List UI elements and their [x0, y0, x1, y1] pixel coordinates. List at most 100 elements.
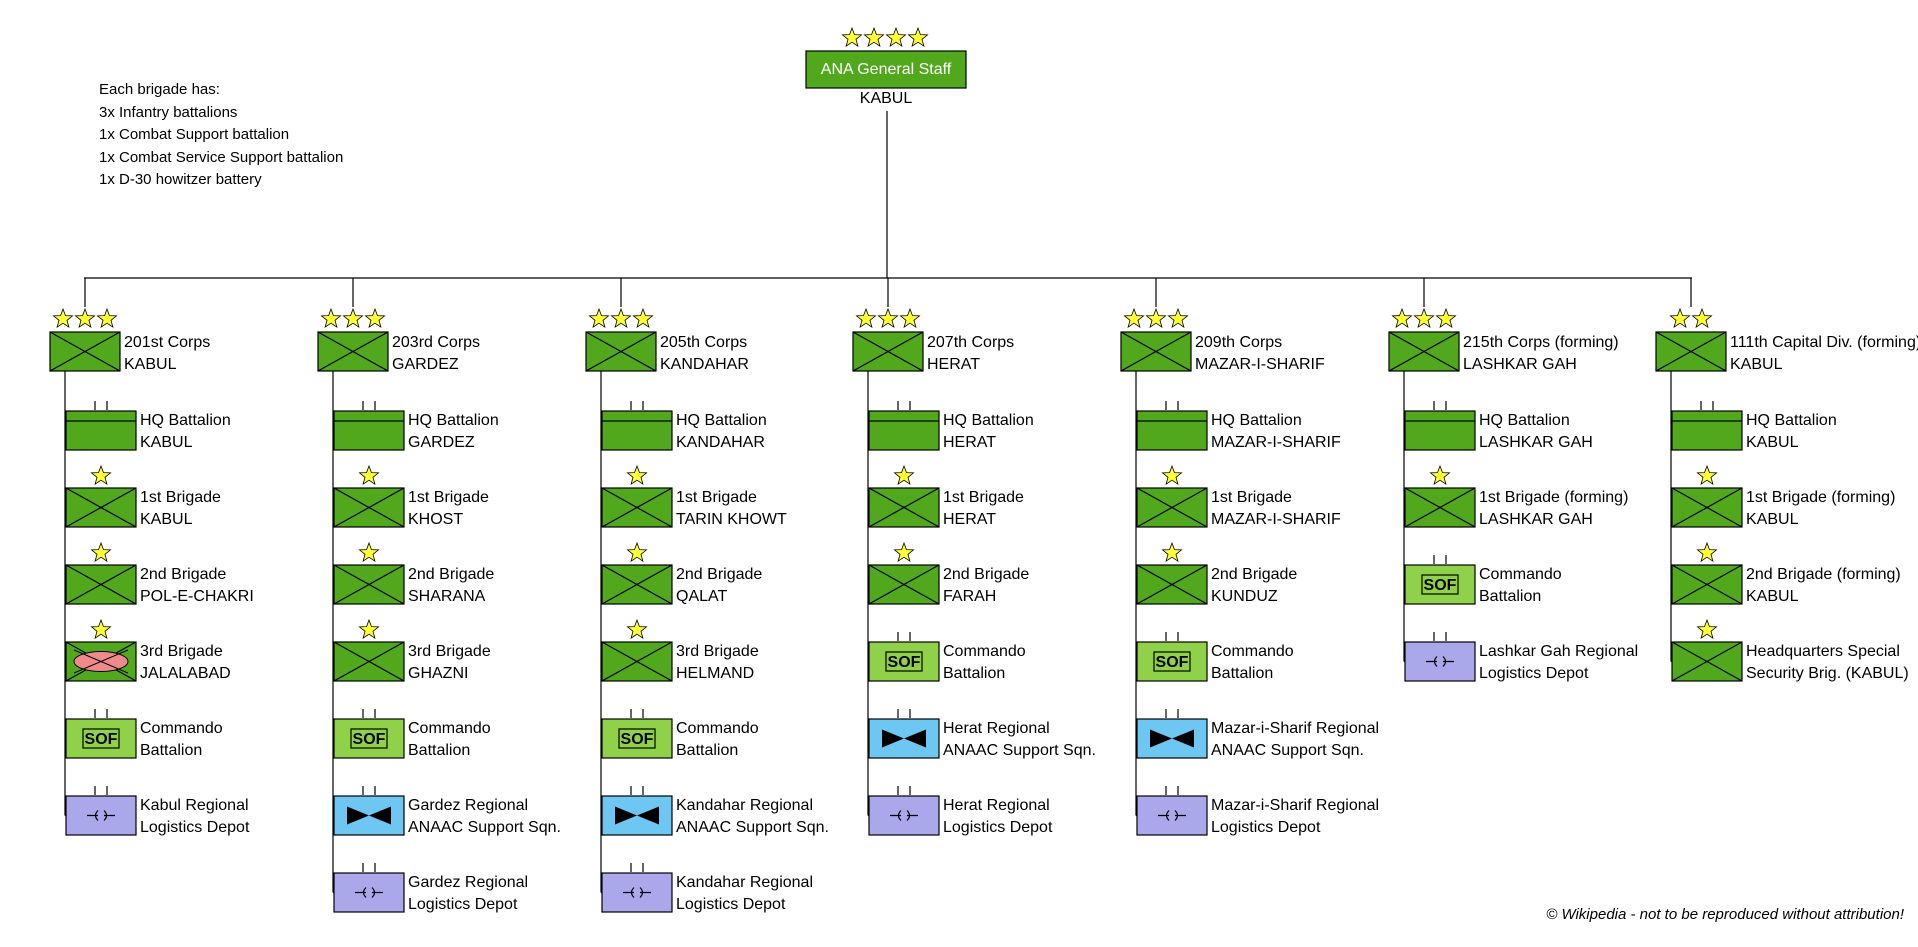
unit-name: Mazar-i-Sharif Regional	[1211, 720, 1380, 737]
unit-frame	[868, 641, 940, 682]
infantry-cross-icon	[73, 649, 129, 674]
rank-star-icon	[342, 307, 364, 329]
unit-location: Security Brig. (KABUL)	[1746, 665, 1909, 682]
infantry-cross-icon	[1671, 564, 1743, 605]
hq-unit-symbol	[601, 410, 673, 451]
unit-location: Logistics Depot	[140, 819, 250, 836]
unit-location: ANAAC Support Sqn.	[1211, 742, 1364, 759]
note-line: 1x Combat Service Support battalion	[99, 148, 344, 166]
sof-unit-symbol: SOF	[333, 718, 405, 759]
unit-location: Battalion	[676, 742, 739, 759]
rank-star-icon	[1145, 307, 1167, 329]
unit-name: 1st Brigade	[408, 489, 489, 506]
unit-location: HELMAND	[676, 665, 755, 682]
sof-badge-frame	[1153, 651, 1191, 672]
aviation-bowtie-icon	[615, 806, 659, 825]
note-line: 1x Combat Support battalion	[99, 126, 290, 143]
unit-location: KABUL	[1730, 356, 1783, 373]
unit-name: Commando	[1479, 566, 1562, 583]
unit-location: Battalion	[943, 665, 1006, 682]
aviation-bowtie-icon	[882, 729, 926, 748]
unit-name: Commando	[1211, 643, 1294, 660]
logistics-supply-icon	[87, 810, 115, 821]
rank-star-icon	[1696, 618, 1718, 640]
unit-location: KANDAHAR	[660, 356, 749, 373]
unit-location: Battalion	[408, 742, 471, 759]
unit-name: 2nd Brigade	[1211, 566, 1298, 583]
unit-name: 203rd Corps	[392, 334, 481, 351]
rank-star-icon	[1161, 464, 1183, 486]
unit-name: HQ Battalion	[943, 412, 1034, 429]
unit-location: KABUL	[140, 434, 193, 451]
unit-frame	[1671, 410, 1743, 451]
unit-name: Commando	[943, 643, 1026, 660]
infantry-cross-icon	[1671, 487, 1743, 528]
unit-name: 1st Brigade (forming)	[1746, 489, 1896, 506]
unit-name: 1st Brigade	[676, 489, 757, 506]
rank-star-icon	[626, 541, 648, 563]
unit-location: Battalion	[140, 742, 203, 759]
logistics-supply-icon	[1158, 810, 1186, 821]
sof-badge-text: SOF	[1156, 654, 1189, 671]
unit-location: LASHKAR GAH	[1479, 511, 1593, 528]
unit-name: 2nd Brigade	[140, 566, 227, 583]
sof-badge-text: SOF	[888, 654, 921, 671]
logistics-supply-icon	[355, 887, 383, 898]
note-heading: Each brigade has:	[99, 81, 220, 98]
rank-star-icon	[841, 26, 863, 48]
unit-location: FARAH	[943, 588, 997, 605]
rank-star-icon	[893, 464, 915, 486]
unit-frame	[601, 410, 673, 451]
unit-name: 201st Corps	[124, 334, 211, 351]
corps-symbol	[585, 331, 657, 372]
infantry-unit-symbol	[601, 641, 673, 682]
brigade-composition-note: Each brigade has: 3x Infantry battalions…	[99, 79, 343, 192]
infantry-cross-icon	[65, 487, 137, 528]
unit-frame	[65, 718, 137, 759]
corps-symbol	[49, 331, 121, 372]
sof-unit-symbol: SOF	[1404, 564, 1476, 605]
rank-star-icon	[626, 618, 648, 640]
unit-location: KUNDUZ	[1211, 588, 1278, 605]
corps-symbol	[1655, 331, 1727, 372]
unit-frame	[333, 410, 405, 451]
rank-star-icon	[885, 26, 907, 48]
armor-unit-symbol	[65, 641, 137, 682]
unit-frame	[1404, 410, 1476, 451]
general-staff-box	[805, 50, 967, 89]
infantry-unit-symbol	[65, 487, 137, 528]
sof-badge-frame	[618, 728, 656, 749]
unit-name: 111th Capital Div. (forming)	[1730, 334, 1918, 351]
hq-unit-symbol	[1136, 410, 1208, 451]
rank-star-icon	[90, 618, 112, 640]
unit-location: HERAT	[943, 434, 997, 451]
infantry-cross-icon	[1136, 487, 1208, 528]
aviation-bowtie-icon	[347, 806, 391, 825]
copyright-notice: © Wikipedia - not to be reproduced witho…	[1546, 906, 1904, 923]
unit-name: Mazar-i-Sharif Regional	[1211, 797, 1380, 814]
unit-location: ANAAC Support Sqn.	[943, 742, 1096, 759]
unit-location: LASHKAR GAH	[1463, 356, 1577, 373]
sof-badge-text: SOF	[1424, 577, 1457, 594]
rank-star-icon	[907, 26, 929, 48]
unit-frame	[1136, 641, 1208, 682]
unit-name: 1st Brigade (forming)	[1479, 489, 1629, 506]
logistics-supply-icon	[890, 810, 918, 821]
corps-symbol	[1388, 331, 1460, 372]
rank-star-icon	[893, 541, 915, 563]
logistics-supply-icon	[623, 887, 651, 898]
aviation-bowtie-icon	[1150, 729, 1194, 748]
rank-star-icon	[626, 464, 648, 486]
hq-unit-symbol	[868, 410, 940, 451]
unit-name: Kandahar Regional	[676, 874, 813, 891]
infantry-unit-symbol	[601, 564, 673, 605]
corps-symbol	[1120, 331, 1192, 372]
infantry-unit-symbol	[1671, 564, 1743, 605]
rank-star-icon	[1123, 307, 1145, 329]
aviation-unit-symbol	[1136, 718, 1208, 759]
general-staff-city: KABUL	[859, 90, 913, 107]
logistics-unit-symbol	[65, 795, 137, 836]
rank-star-icon	[1167, 307, 1189, 329]
unit-location: KABUL	[124, 356, 177, 373]
infantry-cross-icon	[868, 487, 940, 528]
